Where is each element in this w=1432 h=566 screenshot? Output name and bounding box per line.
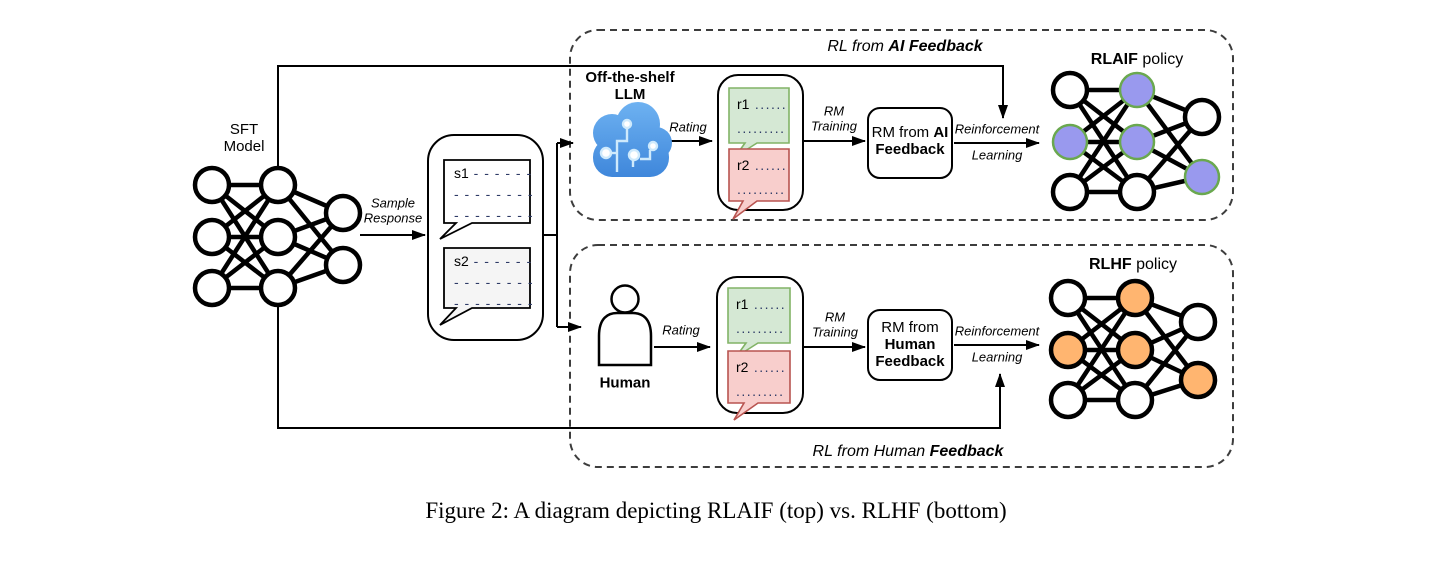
- r2-bottom-bubble-text: r2 ...... .........: [736, 359, 787, 399]
- network-node-white: [1048, 380, 1088, 420]
- network-node-purple: [1118, 123, 1156, 161]
- sft-to-rlhf-feedback-line: [277, 305, 1005, 429]
- rating-bottom-label: Rating: [662, 322, 700, 338]
- network-node-white: [258, 217, 298, 257]
- network-node-white: [192, 268, 232, 308]
- r1-bottom-bubble: [727, 287, 791, 358]
- network-node-white: [1050, 70, 1090, 110]
- s1-bubble: [439, 159, 531, 240]
- sft-model-label: SFT Model: [223, 121, 265, 155]
- network-node-white: [192, 165, 232, 205]
- rm-human-feedback-label: RM from Human Feedback: [875, 318, 945, 370]
- network-node-white: [1117, 172, 1157, 212]
- network-edge: [1066, 296, 1137, 402]
- network-node-white: [323, 245, 363, 285]
- network-node-white: [323, 193, 363, 233]
- rlaif-policy-title: RLAIF policy: [1090, 51, 1184, 69]
- network-node-white: [192, 217, 232, 257]
- off-the-shelf-llm-label: Off-the-shelf LLM: [585, 69, 675, 103]
- network-node-orange: [1178, 360, 1218, 400]
- rm-training-bottom-label: RM Training: [811, 309, 859, 339]
- r2-bottom-bubble: [727, 350, 791, 421]
- network-node-purple: [1051, 123, 1089, 161]
- rm-ai-feedback-box: [867, 107, 953, 179]
- s2-bubble-text: s2 - - - - - - - - - - - - - - - - - - -…: [454, 253, 534, 311]
- network-node-white: [258, 268, 298, 308]
- human-icon: [597, 284, 653, 367]
- network-node-white: [1115, 380, 1155, 420]
- reinforcement-bottom-label-1: Reinforcement: [954, 323, 1040, 339]
- r2-top-bubble-text: r2 ...... .........: [737, 157, 788, 197]
- r1-bottom-bubble-text: r1 ...... .........: [736, 296, 787, 336]
- network-node-white: [1048, 278, 1088, 318]
- s2-bubble: [439, 247, 531, 326]
- rlhf-policy-network: [1048, 278, 1218, 420]
- network-node-orange: [1115, 330, 1155, 370]
- s1-bubble-text: s1 - - - - - - - - - - - - - - - - - - -…: [454, 165, 534, 223]
- sample-response-label: Sample Response: [363, 195, 423, 225]
- r2-top-bubble: [728, 148, 790, 220]
- samples-branch-line: [543, 143, 558, 327]
- network-node-purple: [1183, 158, 1221, 196]
- reinforcement-top-label-2: Learning: [971, 147, 1023, 163]
- network-node-white: [1182, 97, 1222, 137]
- sft-to-rlaif-feedback-line: [277, 65, 1008, 168]
- r1-top-bubble-text: r1 ...... .........: [737, 96, 788, 136]
- rm-ai-feedback-label: RM from AI Feedback: [871, 124, 949, 158]
- rlaif-policy-network: [1050, 70, 1222, 212]
- rating-top-label: Rating: [669, 119, 707, 135]
- network-edge: [210, 183, 280, 290]
- rm-training-top-label: RM Training: [810, 103, 858, 133]
- human-label: Human: [599, 374, 651, 392]
- network-node-purple: [1118, 71, 1156, 109]
- network-node-white: [1050, 172, 1090, 212]
- llm-cloud-icon: [593, 102, 672, 177]
- reinforcement-top-label-1: Reinforcement: [954, 121, 1040, 137]
- network-node-white: [1178, 302, 1218, 342]
- rm-human-feedback-box: [867, 309, 953, 381]
- rl-from-human-feedback-label: RL from Human Feedback: [812, 443, 1004, 461]
- rlhf-policy-title: RLHF policy: [1088, 256, 1178, 274]
- rl-from-ai-feedback-label: RL from AI Feedback: [827, 38, 983, 56]
- network-node-white: [258, 165, 298, 205]
- rl-human-feedback-region: [569, 244, 1234, 468]
- sft-model-network: [192, 165, 363, 308]
- reinforcement-bottom-label-2: Learning: [971, 349, 1023, 365]
- network-node-orange: [1115, 278, 1155, 318]
- rl-ai-feedback-region: [569, 29, 1234, 221]
- figure-caption: Figure 2: A diagram depicting RLAIF (top…: [425, 498, 1007, 523]
- network-edge: [1068, 88, 1139, 194]
- network-node-orange: [1048, 330, 1088, 370]
